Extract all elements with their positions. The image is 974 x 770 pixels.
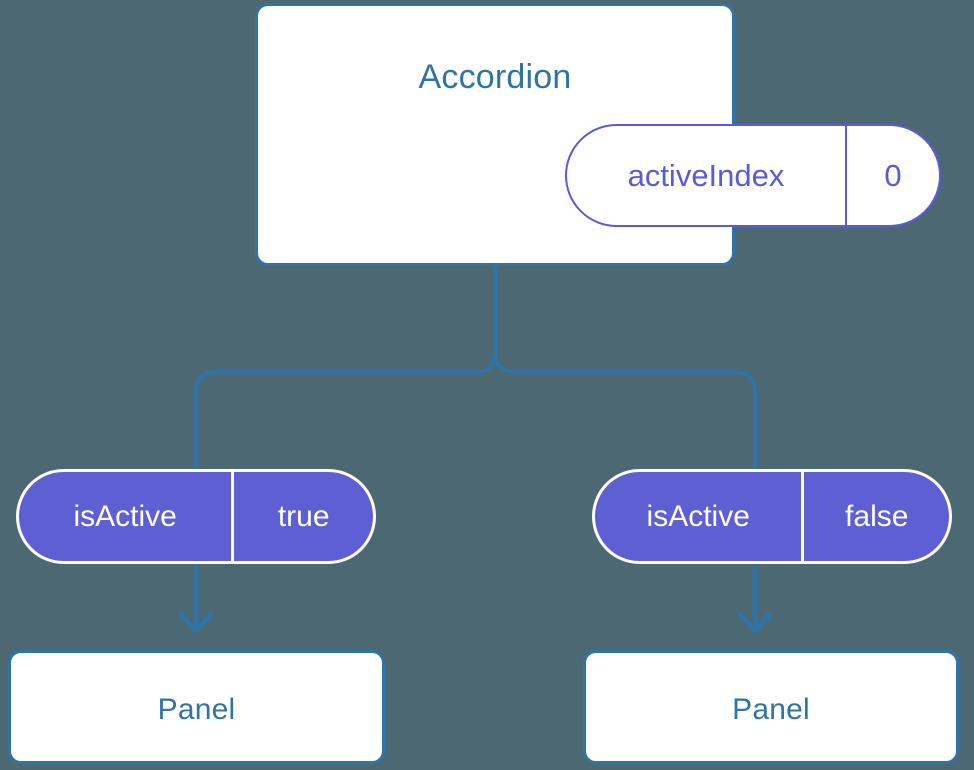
component-card-accordion[interactable]: Accordion activeIndex 0	[255, 3, 941, 266]
state-pill-is-active-false[interactable]: isActive false	[592, 469, 952, 564]
arrow-left-head-icon	[178, 611, 214, 634]
state-pill-key: isActive	[646, 499, 750, 533]
state-pill-value: 0	[845, 126, 939, 225]
state-pill-value: false	[801, 472, 949, 561]
connector-trunk-split-right	[493, 350, 757, 470]
state-pill-value: true	[231, 472, 373, 561]
component-card-panel-left[interactable]: Panel	[8, 650, 385, 764]
state-pill-key: isActive	[73, 499, 177, 533]
component-title-accordion: Accordion	[418, 58, 572, 96]
connector-trunk-split	[194, 264, 497, 470]
component-card-panel-right[interactable]: Panel	[583, 650, 959, 764]
state-pill-is-active-true[interactable]: isActive true	[16, 469, 376, 564]
state-pill-key: activeIndex	[627, 157, 785, 193]
component-title-panel: Panel	[732, 693, 810, 726]
arrow-right-head-icon	[737, 611, 773, 634]
component-title-panel: Panel	[157, 693, 236, 726]
state-pill-active-index[interactable]: activeIndex 0	[565, 124, 941, 227]
